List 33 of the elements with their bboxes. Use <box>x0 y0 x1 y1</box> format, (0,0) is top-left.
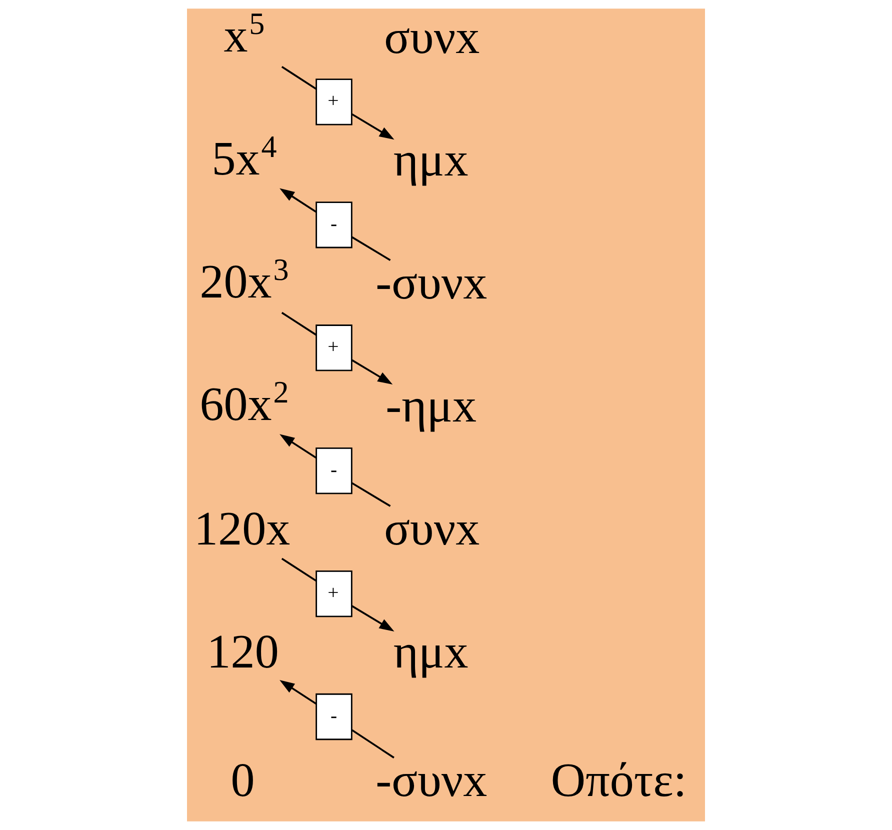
connector <box>351 729 394 758</box>
node-box: + <box>316 570 352 618</box>
arrow <box>351 359 393 385</box>
connector <box>351 236 391 261</box>
arrow <box>280 434 317 459</box>
connector <box>281 312 317 336</box>
node-box: - <box>316 693 352 740</box>
arrow <box>280 188 317 213</box>
arrow <box>351 605 394 632</box>
node-text: 5x$^{4}$ <box>212 128 277 186</box>
node-text: συνx <box>384 502 480 556</box>
connector <box>281 66 317 90</box>
node-text: 120 <box>206 626 279 679</box>
node-text: 20x$^{3}$ <box>200 252 289 308</box>
node-box: - <box>316 202 352 248</box>
node-text: -ημx <box>386 380 476 433</box>
node-box: + <box>316 78 352 126</box>
node-text: συνx <box>384 10 480 64</box>
node-text: 0 <box>230 754 255 808</box>
node-box: + <box>316 324 352 372</box>
connector <box>281 558 317 582</box>
node-text: x$^{5}$ <box>224 6 265 62</box>
label: Οπότε: <box>550 754 687 808</box>
arrow <box>280 680 317 705</box>
arrow <box>351 113 394 140</box>
node-text: -συνx <box>376 256 488 310</box>
node-text: ημx <box>393 134 468 187</box>
node-text: -συνx <box>376 754 488 808</box>
node-text: 120x <box>194 502 290 556</box>
node-box: - <box>316 448 352 494</box>
node-text: ημx <box>393 626 468 679</box>
node-text: 60x$^{2}$ <box>200 374 289 432</box>
connector <box>351 482 391 507</box>
